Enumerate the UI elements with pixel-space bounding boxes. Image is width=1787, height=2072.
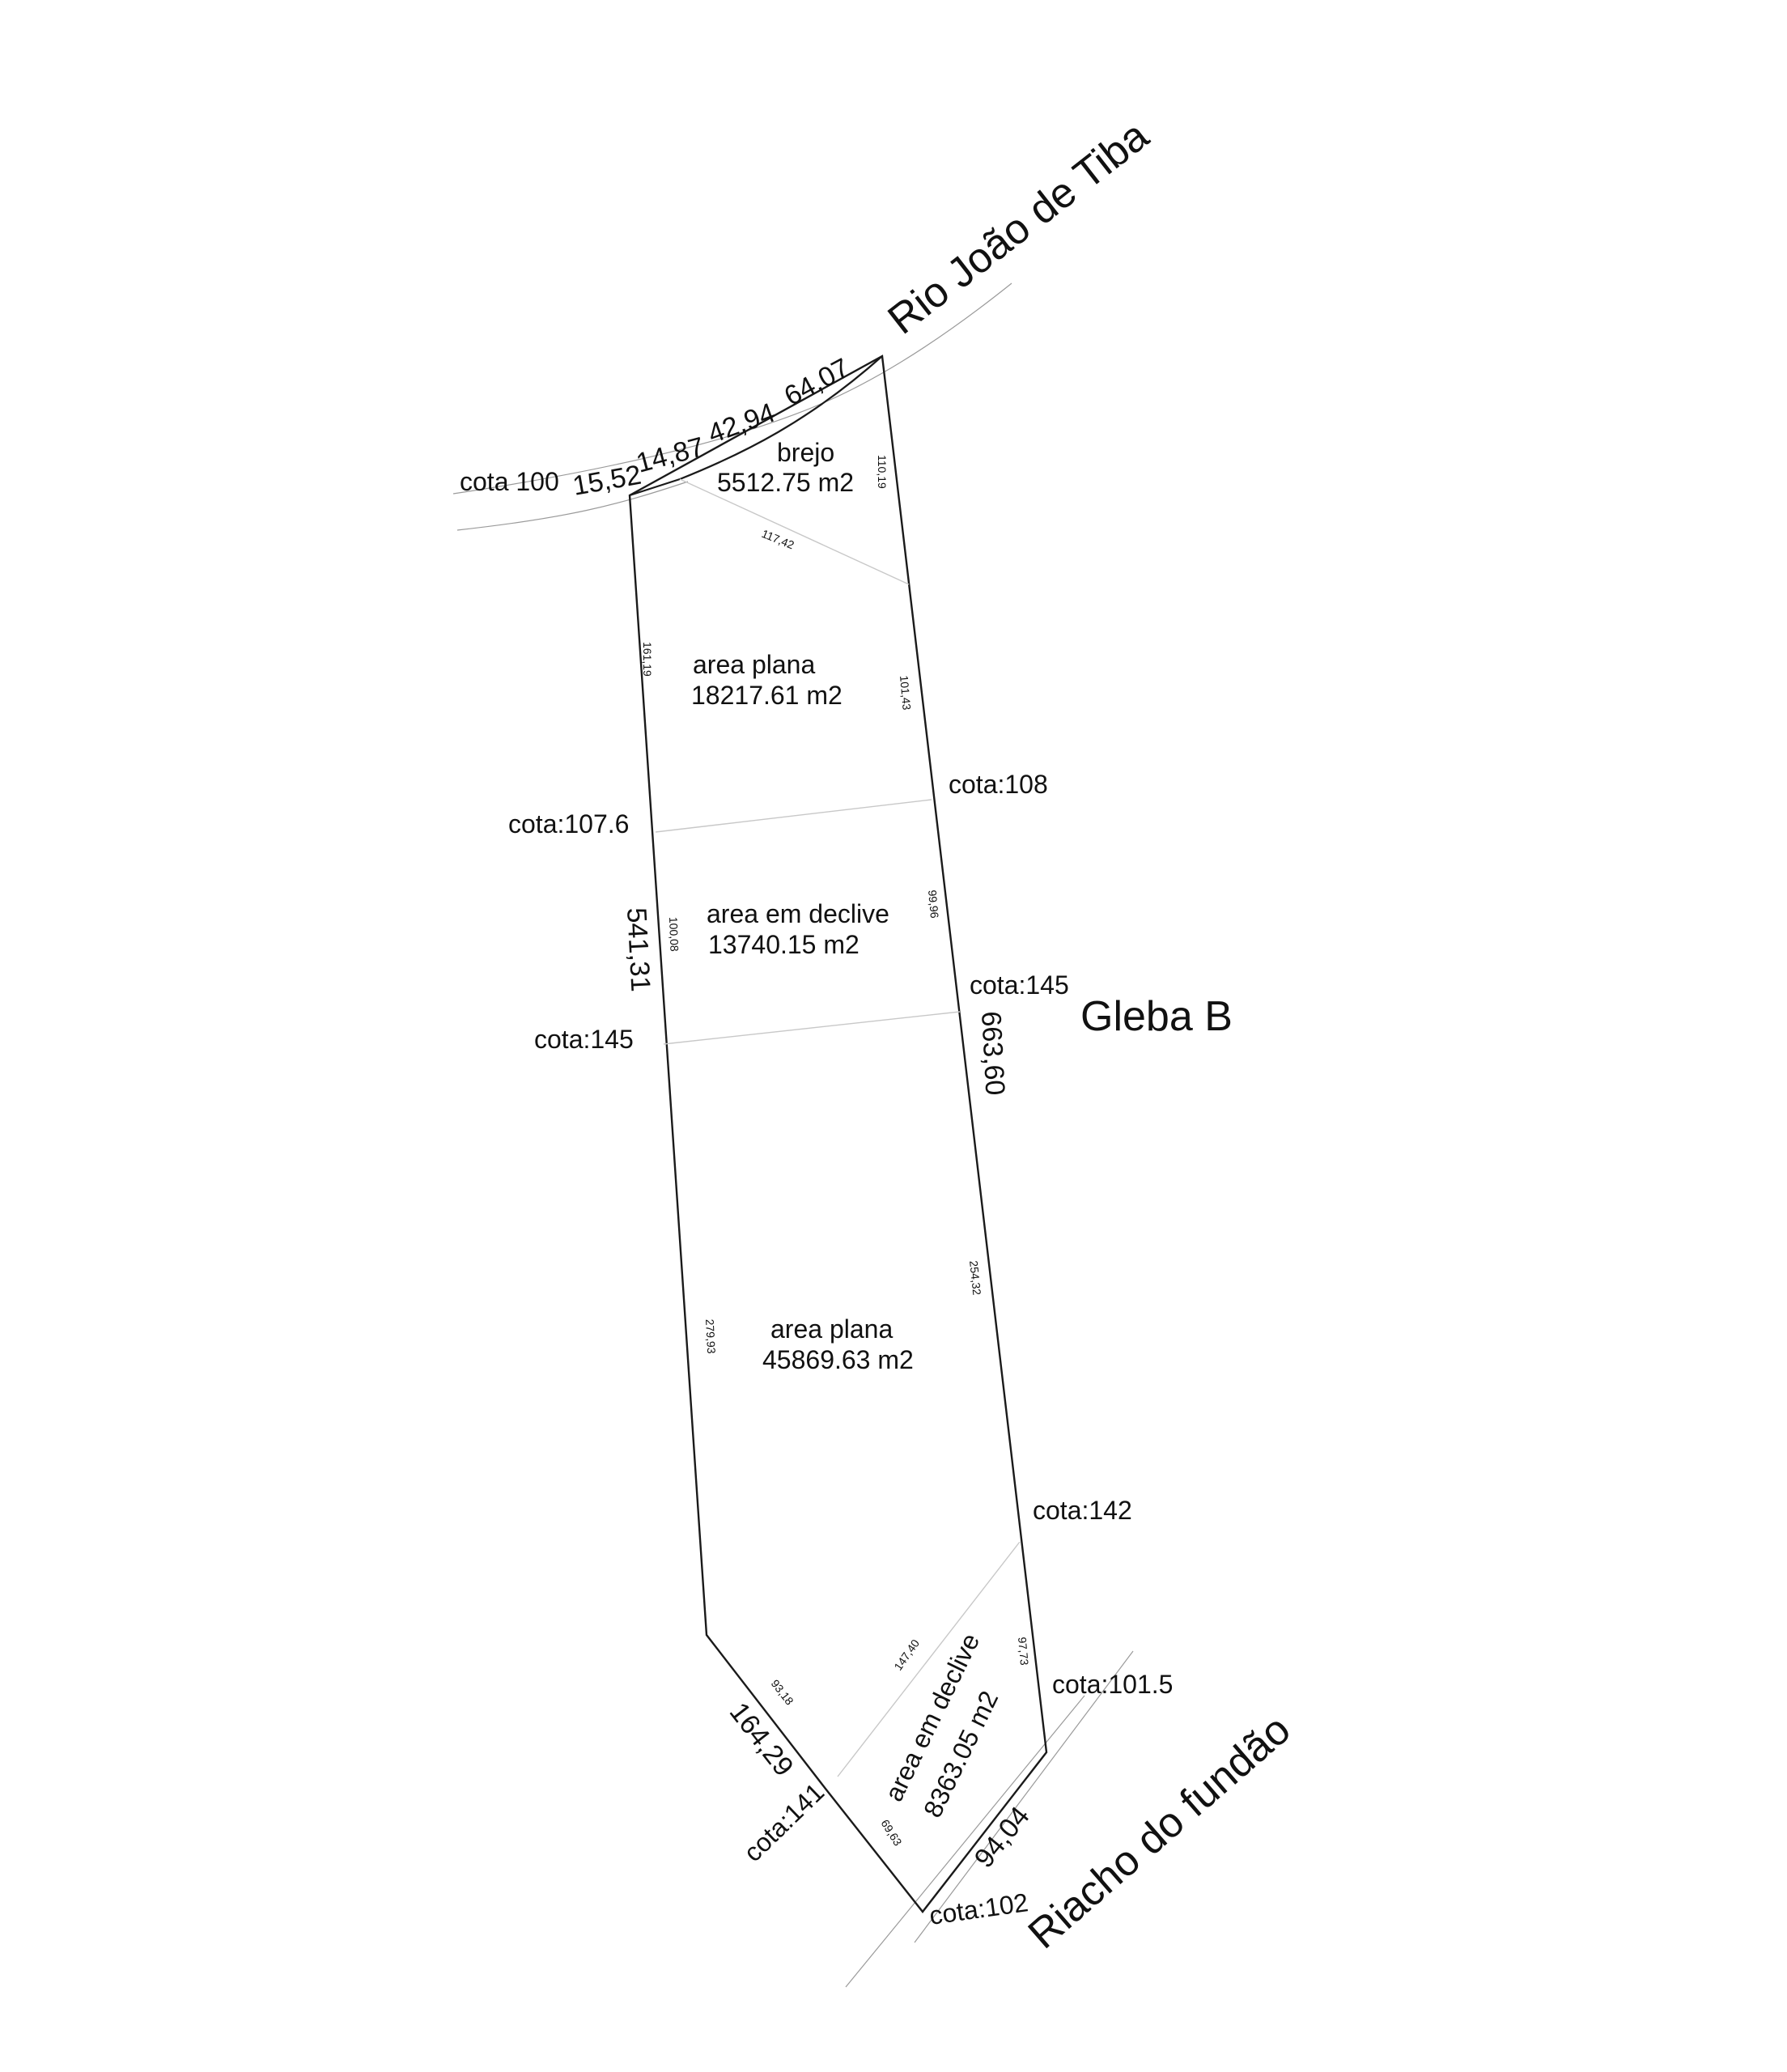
elevation-right-142: cota:142 [1033,1496,1132,1525]
measure-seg-93-18: 93,18 [769,1677,796,1708]
zone-plana-top-name: area plana [693,650,815,679]
elevation-left-141: cota:141 [738,1777,830,1867]
elevation-top-left: cota 100 [460,467,559,496]
zone-plana-top-area: 18217.61 m2 [691,681,843,710]
measure-top-64-07: 64,07 [779,353,855,413]
measure-top-15-52: 15,52 [571,460,643,502]
elevation-left-145: cota:145 [534,1025,634,1054]
division-line-brejo [679,478,910,585]
zone-brejo-area: 5512.75 m2 [717,468,854,497]
elevation-right-101-5: cota:101.5 [1052,1670,1173,1699]
property-boundary [628,355,1048,1913]
river-joao-de-tiba-upper-line [452,282,1012,495]
measure-seg-99-96: 99,96 [926,890,941,919]
zone-plana-bottom-name: area plana [770,1314,893,1344]
measure-seg-161-19: 161,19 [641,642,654,677]
riacho-do-fundao-label: Riacho do fundão [1020,1706,1300,1958]
measure-bottom-right: 94,04 [969,1801,1036,1874]
elevation-right-145: cota:145 [970,970,1069,1000]
measure-seg-254-32: 254,32 [967,1260,983,1296]
measure-seg-147-40: 147,40 [891,1637,922,1672]
river-joao-de-tiba-lower-line [456,481,689,531]
elevation-left-107-6: cota:107.6 [508,809,629,839]
zone-declive-mid-area: 13740.15 m2 [708,930,860,959]
division-line-cota-108 [655,799,932,833]
measure-seg-110-19: 110,19 [876,455,889,489]
river-joao-de-tiba-bank [629,355,883,497]
zone-declive-mid-name: area em declive [707,899,889,928]
division-line-cota-145 [663,1011,961,1045]
measure-seg-279-93: 279,93 [703,1318,718,1354]
measure-seg-100-08: 100,08 [667,917,681,953]
riacho-do-fundao-line-upper [914,1650,1134,1943]
gleba-label: Gleba B [1080,993,1233,1040]
zone-plana-bottom-area: 45869.63 m2 [762,1345,914,1374]
measure-top-42-94: 42,94 [704,397,779,450]
measure-right-total: 663,60 [975,1010,1010,1096]
measure-seg-97-73: 97,73 [1016,1637,1031,1667]
measure-seg-101-43: 101,43 [898,675,914,711]
river-joao-de-tiba-label: Rio João de Tiba [880,112,1157,343]
measure-left-total: 541,31 [621,906,656,992]
elevation-right-108: cota:108 [949,770,1048,799]
measure-seg-69-63: 69,63 [878,1817,904,1848]
division-line-cota-142 [837,1541,1021,1777]
elevation-bottom-102: cota:102 [927,1887,1030,1930]
zone-brejo-name: brejo [777,438,834,467]
